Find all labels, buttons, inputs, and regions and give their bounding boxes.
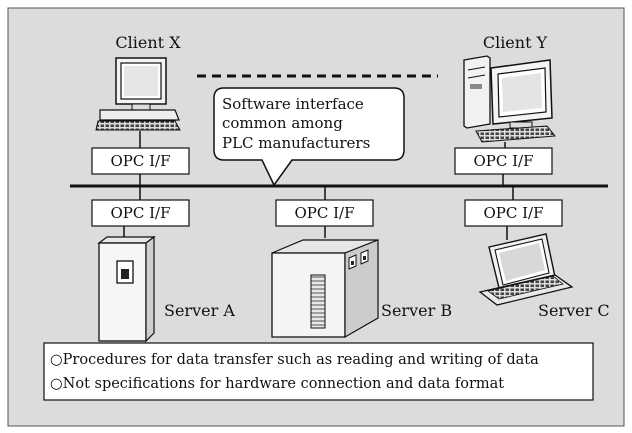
note-line-1: ○Procedures for data transfer such as re… [50, 352, 539, 368]
server-a-opc-if-box [91, 199, 190, 227]
client-y: Client Y OPC I/F [454, 33, 556, 186]
laptop-icon [478, 233, 574, 306]
server-c-label: Server C [538, 301, 610, 320]
client-x-opc-if-label: OPC I/F [110, 152, 170, 170]
client-y-opc-if-box [454, 147, 553, 175]
callout-line-2: common among [222, 114, 343, 132]
client-y-opc-if-label: OPC I/F [473, 152, 533, 170]
server-c: OPC I/F Server C [464, 186, 610, 320]
client-x-label: Client X [115, 33, 181, 52]
server-b: OPC I/F Server B [271, 186, 452, 339]
server-a-opc-if-label: OPC I/F [110, 204, 170, 222]
client-x: Client X OPC I/F [91, 33, 190, 186]
server-b-opc-if-label: OPC I/F [294, 204, 354, 222]
desktop-computer-icon [95, 57, 181, 131]
server-b-label: Server B [381, 301, 452, 320]
server-c-opc-if-label: OPC I/F [483, 204, 543, 222]
workstation-computer-icon [463, 55, 556, 143]
cabinet-server-icon [97, 235, 156, 343]
server-a-label: Server A [164, 301, 235, 320]
notes-box: ○Procedures for data transfer such as re… [43, 342, 594, 401]
note-line-2: ○Not specifications for hardware connect… [50, 376, 504, 392]
callout-line-1: Software interface [222, 95, 364, 113]
box-server-icon [271, 239, 379, 339]
callout-bubble: Software interface common among PLC manu… [213, 87, 405, 187]
server-a: OPC I/F Server A [91, 186, 235, 343]
server-b-opc-if-box [275, 199, 374, 227]
client-x-opc-if-box [91, 147, 190, 175]
server-c-opc-if-box [464, 199, 563, 227]
client-y-label: Client Y [483, 33, 548, 52]
callout-line-3: PLC manufacturers [222, 134, 370, 152]
